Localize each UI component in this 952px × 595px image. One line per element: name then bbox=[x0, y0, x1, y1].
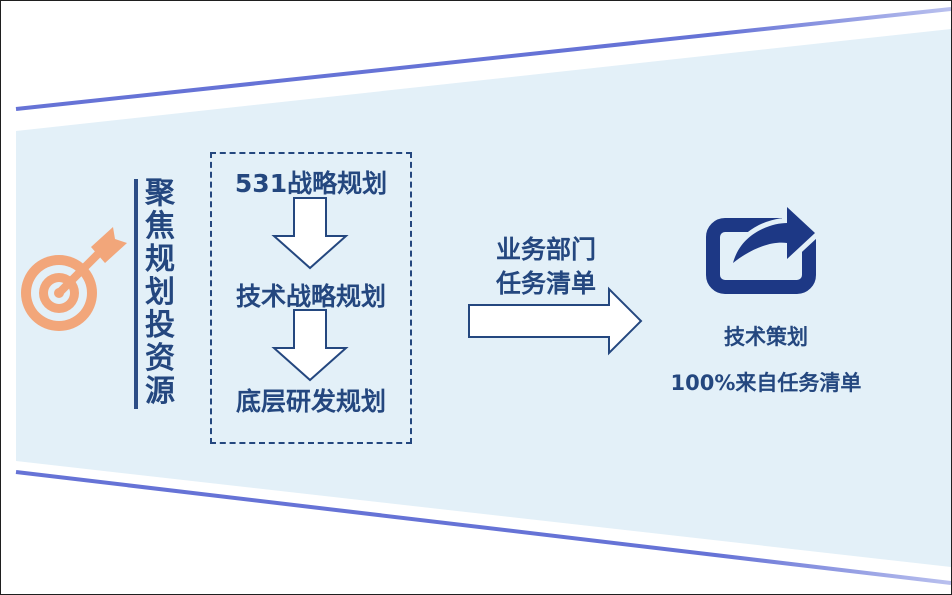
title-char: 资 bbox=[145, 341, 175, 376]
planning-steps-box bbox=[210, 152, 412, 444]
down-arrow-2 bbox=[271, 309, 349, 382]
right-arrow bbox=[468, 286, 643, 356]
bottom-line bbox=[15, 470, 951, 585]
arrow-label-line1: 业务部门 bbox=[495, 235, 596, 264]
step-531-strategy: 531战略规划 bbox=[234, 169, 388, 198]
title-char: 划 bbox=[145, 275, 175, 310]
result-subtitle: 100%来自任务清单 bbox=[670, 371, 862, 395]
title-char: 投 bbox=[145, 308, 175, 343]
title-char: 规 bbox=[145, 242, 175, 277]
top-line bbox=[15, 7, 951, 111]
background-band bbox=[16, 29, 951, 567]
down-arrow-1 bbox=[271, 197, 349, 270]
title-char: 聚 bbox=[145, 176, 175, 211]
target-icon bbox=[21, 227, 127, 331]
left-accent-bar bbox=[134, 179, 138, 409]
step-base-rd: 底层研发规划 bbox=[235, 387, 386, 416]
step-tech-strategy: 技术战略规划 bbox=[235, 282, 386, 311]
share-icon bbox=[706, 195, 823, 294]
title-char: 焦 bbox=[145, 209, 175, 244]
arrow-label-line2: 任务清单 bbox=[495, 269, 596, 298]
result-title: 技术策划 bbox=[724, 325, 808, 349]
left-vertical-title: 聚 焦 规 划 投 资 源 bbox=[139, 177, 181, 408]
title-char: 源 bbox=[145, 374, 175, 409]
